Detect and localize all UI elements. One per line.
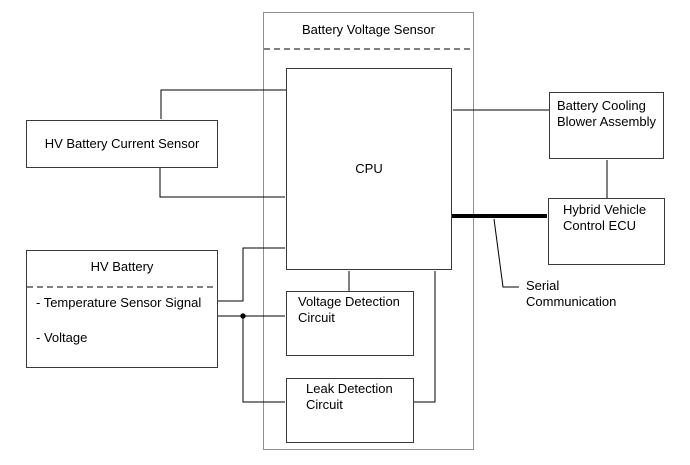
hv-battery-current-sensor-label: HV Battery Current Sensor xyxy=(44,136,200,151)
leak-detection-circuit-box: Leak Detection Circuit xyxy=(286,378,414,443)
leak-detection-circuit-label: Leak Detection Circuit xyxy=(306,381,393,412)
hv-battery-title: HV Battery xyxy=(90,259,154,274)
serial-leader-line xyxy=(493,218,519,288)
voltage-detection-circuit-box: Voltage Detection Circuit xyxy=(286,291,414,356)
voltage-detection-circuit-label: Voltage Detection Circuit xyxy=(298,294,400,325)
junction-dot xyxy=(240,313,246,319)
battery-voltage-sensor-title: Battery Voltage Sensor xyxy=(302,22,435,37)
battery-voltage-sensor-box: Battery Voltage Sensor xyxy=(263,12,474,450)
hv-battery-current-sensor-box: HV Battery Current Sensor xyxy=(26,120,218,168)
serial-communication-label: Serial Communication xyxy=(526,278,617,309)
battery-cooling-blower-assembly-label: Battery Cooling Blower Assembly xyxy=(557,98,656,129)
hybrid-vehicle-control-ecu-box: Hybrid Vehicle Control ECU xyxy=(548,198,665,265)
battery-cooling-blower-assembly-box: Battery Cooling Blower Assembly xyxy=(549,92,664,159)
hv-battery-item-temperature: - Temperature Sensor Signal xyxy=(36,295,202,310)
hv-battery-item-voltage: - Voltage xyxy=(36,330,88,345)
hybrid-vehicle-control-ecu-label: Hybrid Vehicle Control ECU xyxy=(563,202,647,233)
cpu-box: CPU xyxy=(286,68,452,270)
hv-battery-box: HV Battery - Temperature Sensor Signal -… xyxy=(26,250,218,368)
cpu-label: CPU xyxy=(355,161,383,176)
